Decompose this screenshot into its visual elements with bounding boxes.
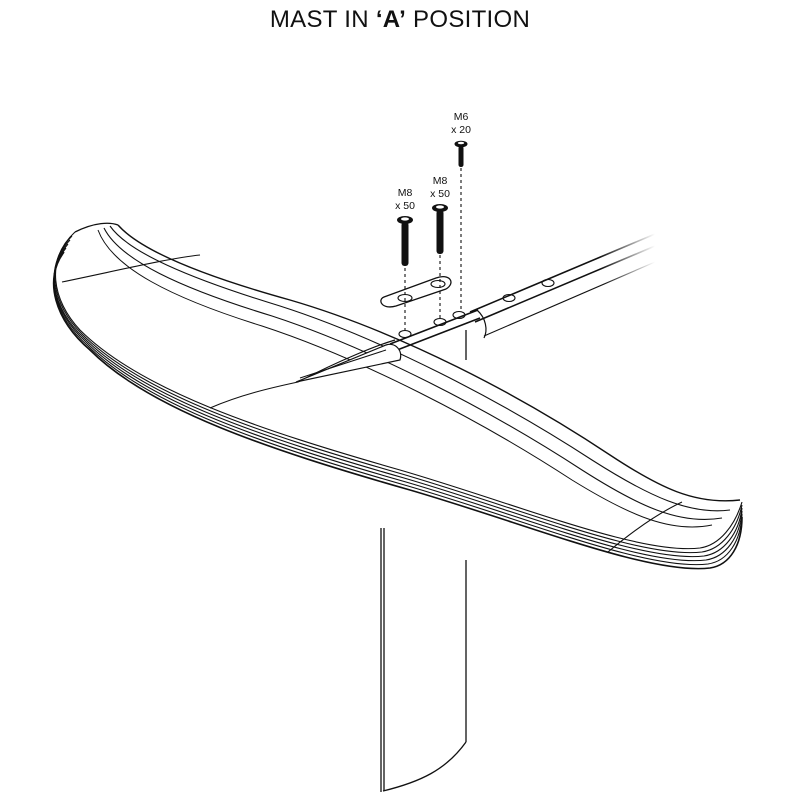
screw-right-size: M6 <box>454 111 469 123</box>
mast <box>380 330 467 792</box>
screw-right-icon <box>454 140 468 167</box>
fuselage-hole <box>452 310 466 320</box>
screw-labels: M8 x 50 M8 x 50 M6 x 20 <box>395 111 471 212</box>
fuselage-hole <box>398 329 412 339</box>
front-wing <box>52 222 743 570</box>
alignment-guides <box>404 168 462 330</box>
fuselage <box>389 233 656 353</box>
screw-middle-length: x 50 <box>430 188 450 200</box>
title-highlight: ‘A’ <box>375 6 407 33</box>
screw-middle-size: M8 <box>433 175 448 187</box>
screw-left-length: x 50 <box>395 200 415 212</box>
screw-right-length: x 20 <box>451 124 471 136</box>
screw-middle-icon <box>432 204 448 254</box>
fuselage-hole <box>541 278 555 288</box>
screw-left-size: M8 <box>398 187 413 199</box>
title-prefix: MAST IN <box>269 6 376 33</box>
fuselage-hole <box>502 293 516 303</box>
fuselage-hole <box>433 317 447 327</box>
screw-left-icon <box>397 216 413 266</box>
title-suffix: POSITION <box>406 6 531 33</box>
diagram-title: MAST IN ‘A’ POSITION <box>0 6 800 34</box>
